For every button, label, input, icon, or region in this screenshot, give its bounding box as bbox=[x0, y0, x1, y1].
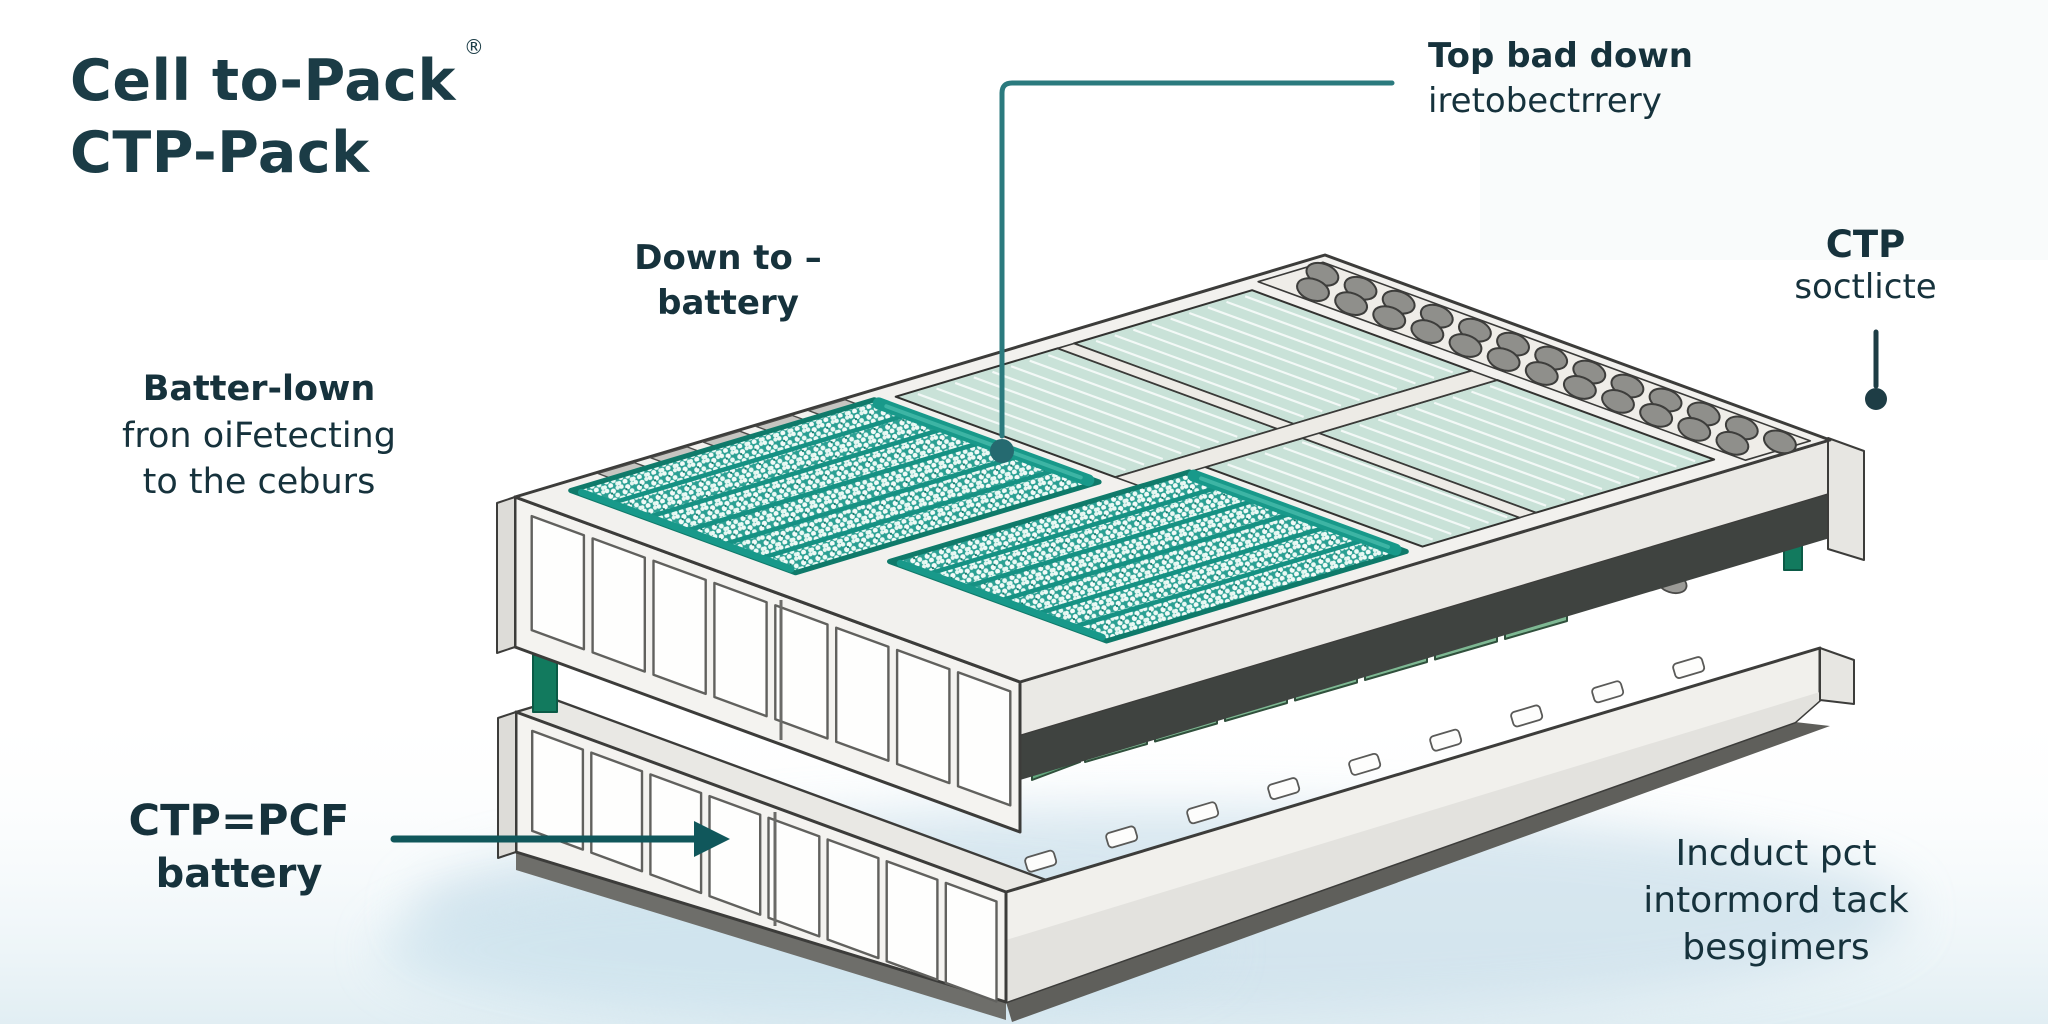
title-line1: Cell to-Pack bbox=[70, 48, 456, 114]
label-ctp-soctlicte: CTP soctlicte bbox=[1758, 222, 1973, 309]
label-line: to the ceburs bbox=[142, 462, 376, 503]
label-line: CTP bbox=[1825, 223, 1906, 266]
label-batter-lown: Batter-lown fron oiFetecting to the cebu… bbox=[84, 366, 434, 506]
label-ctp-pcf-battery: CTP=PCF battery bbox=[78, 796, 400, 899]
label-line: Batter-lown bbox=[142, 369, 376, 409]
label-top-bad-down: Top bad down iretobectrrery bbox=[1428, 34, 1758, 124]
page-title: Cell to-Pack ® CTP-Pack bbox=[70, 35, 484, 190]
callout-lines bbox=[390, 80, 1887, 857]
label-line: Top bad down bbox=[1428, 36, 1693, 76]
label-line: battery bbox=[657, 282, 799, 323]
label-line: intormord tack bbox=[1643, 879, 1909, 921]
label-line: CTP=PCF bbox=[128, 796, 350, 846]
label-line: iretobectrrery bbox=[1428, 80, 1662, 121]
label-line: fron oiFetecting bbox=[122, 415, 396, 456]
top-cover-panels bbox=[513, 253, 1832, 684]
label-line: Down to – bbox=[634, 238, 822, 278]
lower-tray bbox=[497, 646, 1855, 1022]
registered-mark-icon: ® bbox=[463, 35, 485, 59]
label-line: besgimers bbox=[1682, 926, 1870, 968]
label-line: Incduct pct bbox=[1675, 833, 1877, 874]
label-line: soctlicte bbox=[1794, 267, 1937, 308]
label-incduct-pct: Incduct pct intormord tack besgimers bbox=[1580, 831, 1972, 971]
upper-tray bbox=[496, 437, 1865, 834]
title-line2: CTP-Pack bbox=[70, 119, 370, 186]
label-down-to-battery: Down to – battery bbox=[598, 236, 858, 326]
label-line: battery bbox=[155, 850, 323, 897]
